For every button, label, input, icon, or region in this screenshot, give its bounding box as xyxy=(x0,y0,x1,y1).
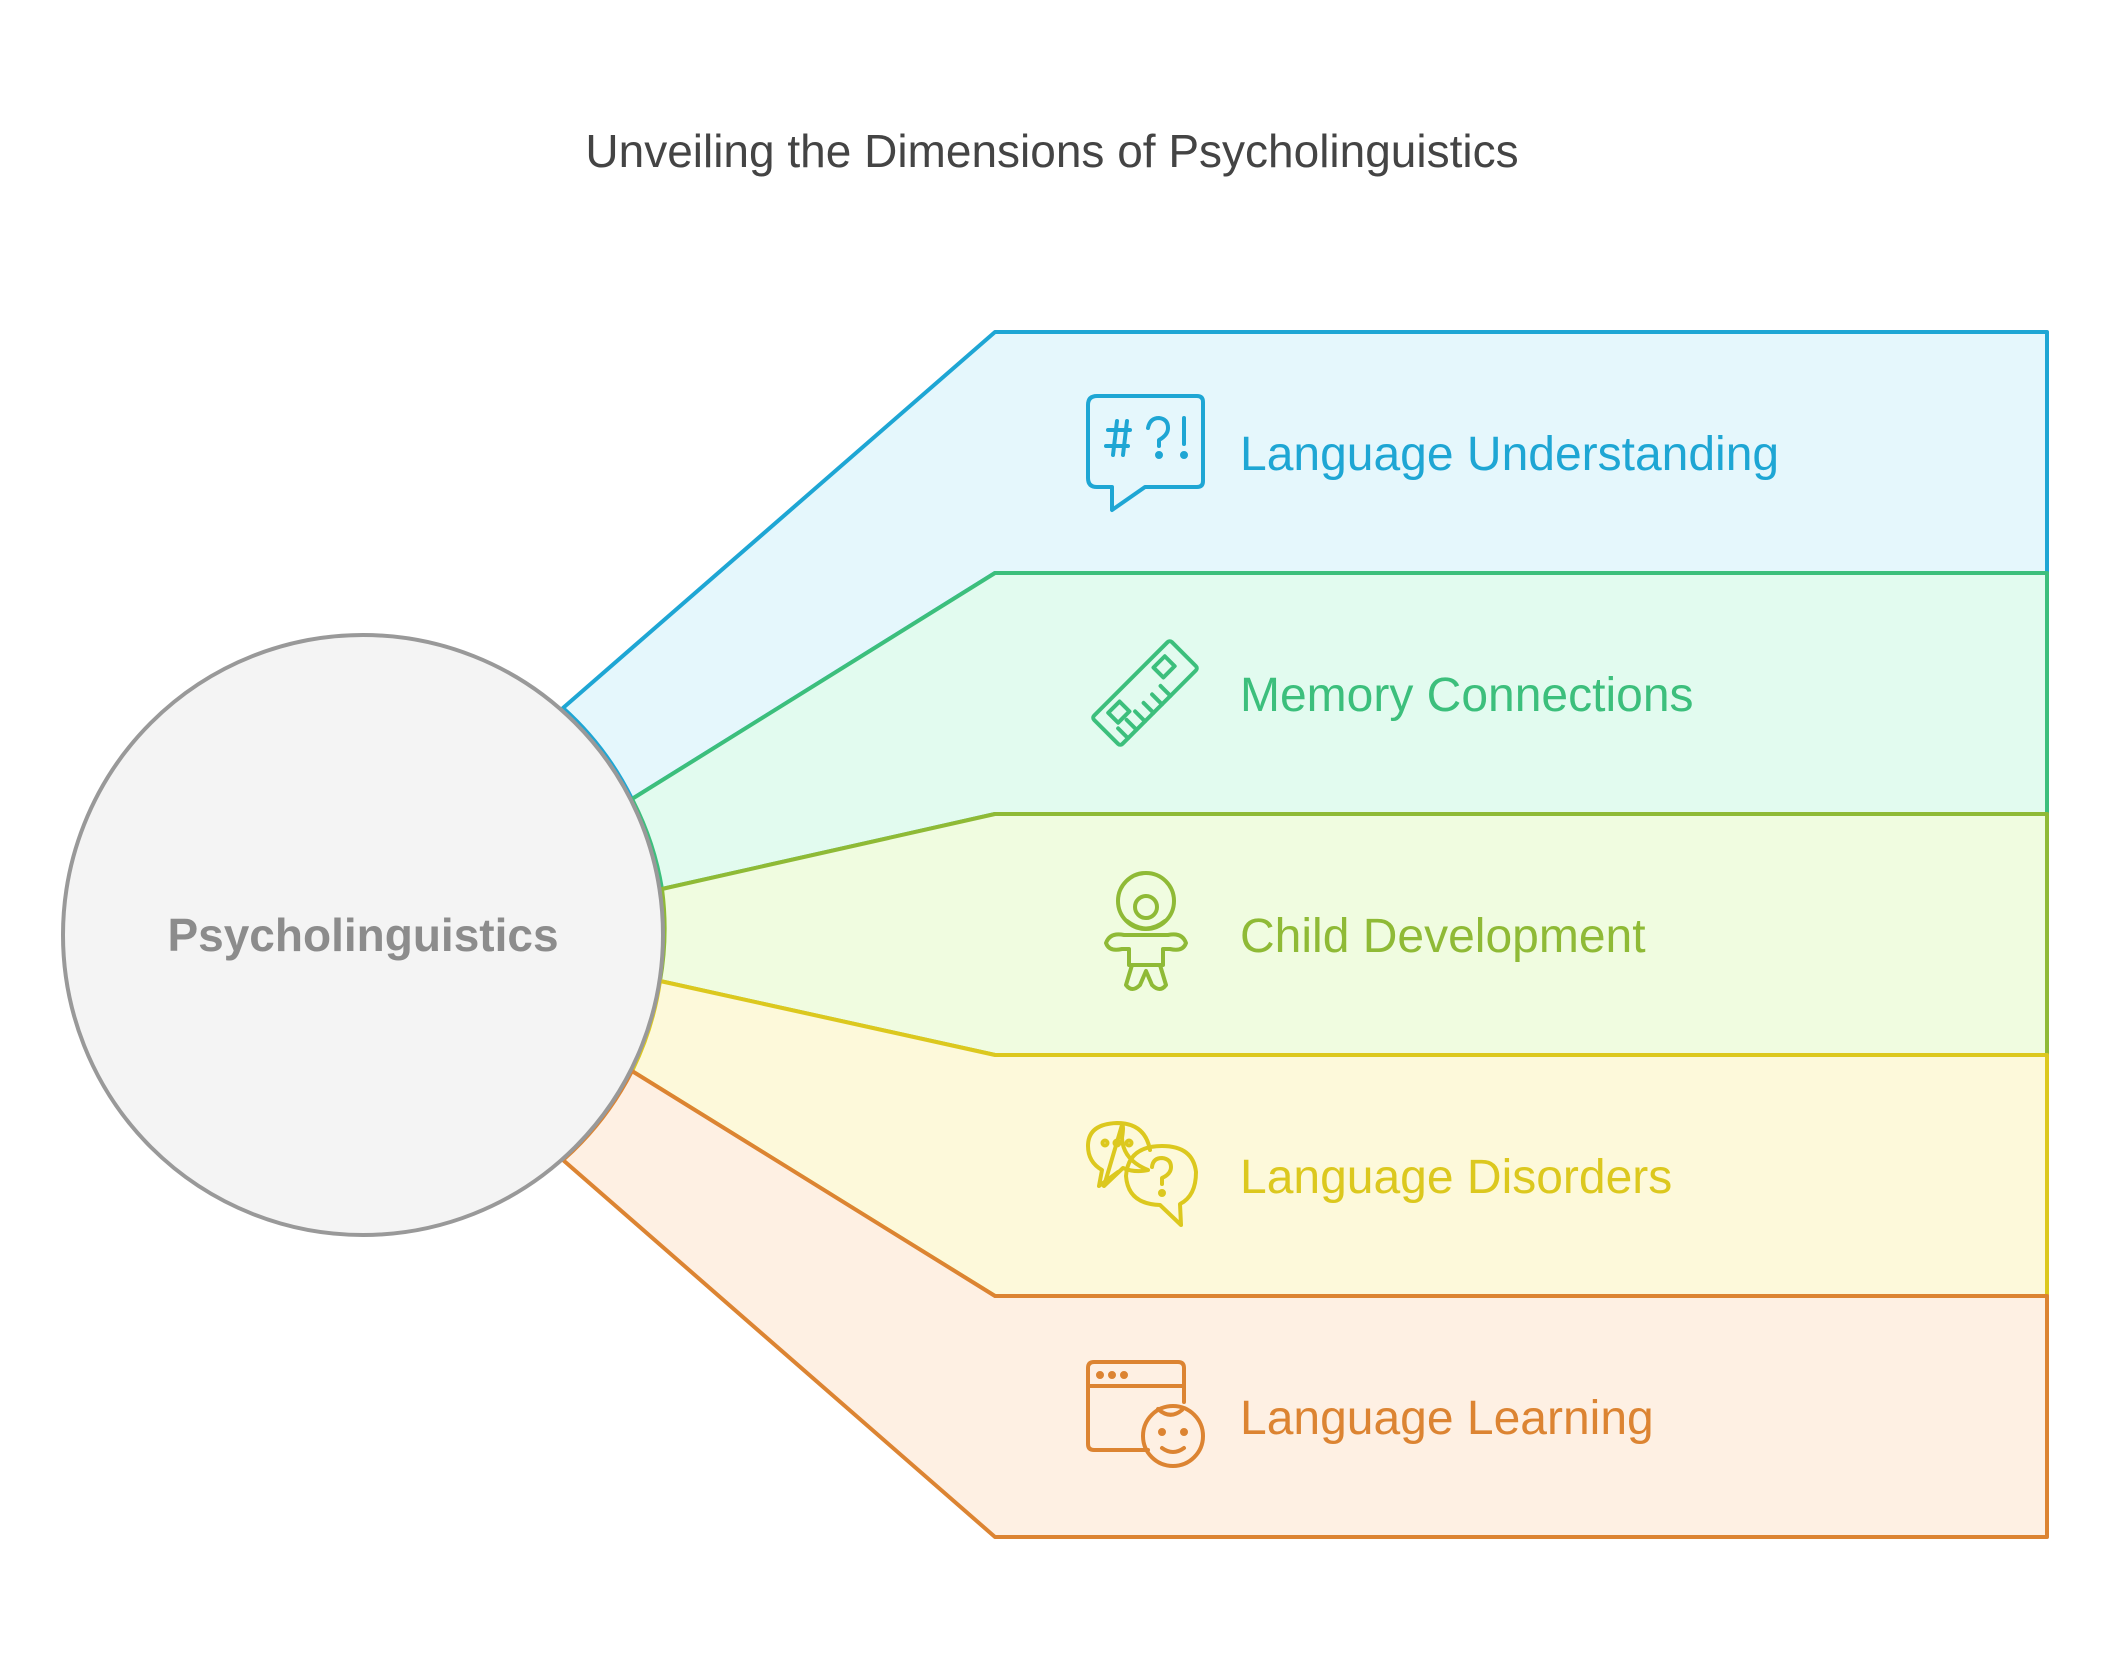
branch-label-child-development: Child Development xyxy=(1240,910,1646,963)
speech-bubble-symbols-icon xyxy=(1086,394,1205,512)
baby-icon xyxy=(1104,871,1188,991)
hub-label: Psycholinguistics xyxy=(167,909,558,961)
branch-label-language-disorders: Language Disorders xyxy=(1240,1151,1672,1204)
branch-band-4 xyxy=(632,981,2047,1296)
branch-label-memory-connections: Memory Connections xyxy=(1240,669,1694,722)
hub-node: Psycholinguistics xyxy=(61,633,665,1237)
browser-child-face-icon xyxy=(1086,1360,1205,1468)
branch-label-language-understanding: Language Understanding xyxy=(1240,428,1779,481)
branch-band-1 xyxy=(563,332,2047,799)
branch-label-language-learning: Language Learning xyxy=(1240,1392,1654,1445)
hub-circle xyxy=(61,633,665,1237)
diagram-title: Unveiling the Dimensions of Psycholingui… xyxy=(585,125,1518,177)
branch-band-2 xyxy=(632,573,2047,889)
branch-band-3 xyxy=(660,814,2047,1055)
branch-band-5 xyxy=(563,1071,2047,1537)
memory-chip-icon xyxy=(1091,639,1199,747)
chat-bubbles-question-icon xyxy=(1086,1121,1198,1227)
